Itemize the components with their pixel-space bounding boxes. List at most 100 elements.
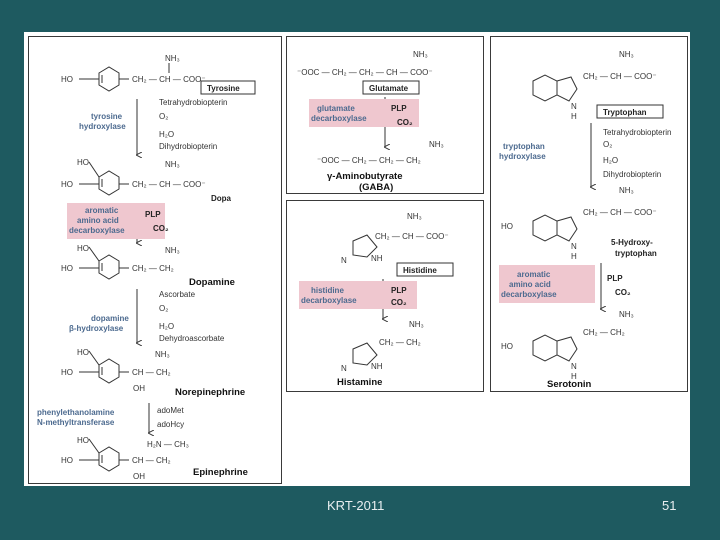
tryptophan-formula: CH₂ — CH — COO⁻ [583, 72, 657, 81]
step2-enzyme-1: aromatic [85, 206, 119, 215]
epinephrine-structure: HO HO CH — CH₂ OH H₂N — CH₃ Epinephrine [61, 436, 248, 481]
tyrosine-amine: NH₃ [165, 54, 180, 63]
step3-enzyme-1: dopamine [91, 314, 129, 323]
hydroxytryptophan-amine: NH₃ [619, 186, 634, 195]
epinephrine-ho-1: HO [77, 436, 89, 445]
gaba-output: CO₂ [397, 118, 413, 127]
step4-input: adoMet [157, 406, 184, 415]
step2-enzyme-3: decarboxylase [69, 226, 125, 235]
dopa-ho-1: HO [77, 158, 89, 167]
dopamine-label: Dopamine [189, 277, 235, 288]
gaba-enzyme-1: glutamate [317, 104, 355, 113]
serotonin-pathway-panel: NH₃ N H CH₂ — CH — COO⁻ Tryptophan trypt… [490, 36, 688, 392]
tyrosine-label: Tyrosine [207, 84, 240, 93]
gaba-pathway-diagram: NH₃ ⁻OOC — CH₂ — CH₂ — CH — COO⁻ Glutama… [297, 50, 444, 193]
gaba-cofactor: PLP [391, 104, 407, 113]
tyrosine-hydroxylase-enzyme-2: hydroxylase [79, 122, 126, 131]
gaba-pathway-panel: NH₃ ⁻OOC — CH₂ — CH₂ — CH — COO⁻ Glutama… [286, 36, 484, 194]
serotonin-pathway-diagram: NH₃ N H CH₂ — CH — COO⁻ Tryptophan trypt… [499, 50, 671, 390]
tyrosine-ho: HO [61, 75, 73, 84]
step3-output-2: Dehydroascorbate [159, 334, 225, 343]
histidine-label: Histidine [403, 266, 437, 275]
step1-output-1: H₂O [159, 130, 174, 139]
hydroxytryptophan-n: N [571, 242, 577, 251]
tryptophan-structure: NH₃ N H CH₂ — CH — COO⁻ Tryptophan [532, 50, 664, 121]
serotonin-step1-output-2: Dihydrobiopterin [603, 170, 661, 179]
histamine-pathway-panel: NH₃ N NH CH₂ — CH — COO⁻ Histidine histi… [286, 200, 484, 392]
tryptophan-h: H [571, 112, 577, 121]
dopamine-structure: HO HO CH₂ — CH₂ NH₃ Dopamine [61, 244, 235, 288]
hydroxytryptophan-label-1: 5-Hydroxy- [611, 238, 653, 247]
footer-left-text: KRT-2011 [327, 498, 385, 513]
serotonin-formula: CH₂ — CH₂ [583, 328, 625, 337]
norepinephrine-ho-1: HO [77, 348, 89, 357]
serotonin-step2-enzyme-1: aromatic [517, 270, 551, 279]
serotonin-decarboxylase-box [499, 265, 595, 303]
tryptophan-amine: NH₃ [619, 50, 634, 59]
serotonin-step2-output: CO₂ [615, 288, 631, 297]
step2-cofactor: PLP [145, 210, 161, 219]
histamine-structure: NH₃ CH₂ — CH₂ N NH Histamine [337, 320, 424, 388]
serotonin-step1-enzyme-1: tryptophan [503, 142, 545, 151]
step4-enzyme-2: N-methyltransferase [37, 418, 115, 427]
norepinephrine-formula: CH — CH₂ [132, 368, 171, 377]
serotonin-structure: NH₃ CH₂ — CH₂ HO N H Serotonin [501, 310, 634, 390]
dopa-label: Dopa [211, 194, 232, 203]
histamine-enzyme-2: decarboxylase [301, 296, 357, 305]
tryptophan-label: Tryptophan [603, 108, 647, 117]
dopa-formula: CH₂ — CH — COO⁻ [132, 180, 206, 189]
hydroxytryptophan-label-2: tryptophan [615, 249, 657, 258]
histidine-decarboxylase-box [299, 281, 417, 309]
histamine-formula: CH₂ — CH₂ [379, 338, 421, 347]
serotonin-amine: NH₃ [619, 310, 634, 319]
histidine-structure: NH₃ N NH CH₂ — CH — COO⁻ Histidine [341, 212, 454, 277]
glutamate-label: Glutamate [369, 84, 409, 93]
gaba-label: γ-Aminobutyrate [327, 171, 402, 182]
glutamate-formula: ⁻OOC — CH₂ — CH₂ — CH — COO⁻ [297, 68, 433, 77]
histamine-output: CO₂ [391, 298, 407, 307]
histamine-nh: NH [371, 362, 383, 371]
histamine-label: Histamine [337, 377, 382, 388]
histamine-cofactor: PLP [391, 286, 407, 295]
glutamate-decarboxylase-box [309, 99, 419, 127]
epinephrine-ho-2: HO [61, 456, 73, 465]
histamine-n: N [341, 364, 347, 373]
dopamine-formula: CH₂ — CH₂ [132, 264, 174, 273]
norepinephrine-structure: HO HO CH — CH₂ OH NH₃ Norepinephrine [61, 348, 245, 398]
hydroxytryptophan-formula: CH₂ — CH — COO⁻ [583, 208, 657, 217]
step1-output-2: Dihydrobiopterin [159, 142, 217, 151]
norepinephrine-label: Norepinephrine [175, 387, 245, 398]
norepinephrine-amine: NH₃ [155, 350, 170, 359]
aromatic-decarboxylase-box [67, 203, 165, 239]
page-number: 51 [662, 498, 677, 513]
tyrosine-structure: HO CH₂ — CH — COO⁻ NH₃ Tyrosine [61, 54, 256, 95]
hydroxytryptophan-structure: NH₃ CH₂ — CH — COO⁻ HO N H 5-Hydroxy- tr… [501, 186, 657, 261]
serotonin-h: H [571, 372, 577, 381]
serotonin-step2-cofactor: PLP [607, 274, 623, 283]
tyrosine-formula: CH₂ — CH — COO⁻ [132, 75, 206, 84]
dopamine-ho-2: HO [61, 264, 73, 273]
serotonin-step1-input-1: Tetrahydrobiopterin [603, 128, 671, 137]
step3-enzyme-2: β-hydroxylase [69, 324, 124, 333]
gaba-enzyme-2: decarboxylase [311, 114, 367, 123]
epinephrine-formula: CH — CH₂ [132, 456, 171, 465]
serotonin-ho: HO [501, 342, 513, 351]
serotonin-label: Serotonin [547, 379, 592, 390]
dopamine-amine: NH₃ [165, 246, 180, 255]
tyrosine-hydroxylase-enzyme: tyrosine [91, 112, 123, 121]
serotonin-n: N [571, 362, 577, 371]
serotonin-step1-output-1: H₂O [603, 156, 618, 165]
norepinephrine-oh: OH [133, 384, 145, 393]
dopa-amine: NH₃ [165, 160, 180, 169]
serotonin-step2-enzyme-2: amino acid [509, 280, 551, 289]
histamine-pathway-diagram: NH₃ N NH CH₂ — CH — COO⁻ Histidine histi… [299, 212, 454, 388]
step3-input-2: O₂ [159, 304, 168, 313]
norepinephrine-ho-2: HO [61, 368, 73, 377]
serotonin-step1-input-2: O₂ [603, 140, 612, 149]
step3-input-1: Ascorbate [159, 290, 196, 299]
step2-enzyme-2: amino acid [77, 216, 119, 225]
gaba-amine: NH₃ [429, 140, 444, 149]
dopa-structure: HO HO CH₂ — CH — COO⁻ NH₃ Dopa [61, 158, 232, 203]
hydroxytryptophan-h: H [571, 252, 577, 261]
tryptophan-n: N [571, 102, 577, 111]
